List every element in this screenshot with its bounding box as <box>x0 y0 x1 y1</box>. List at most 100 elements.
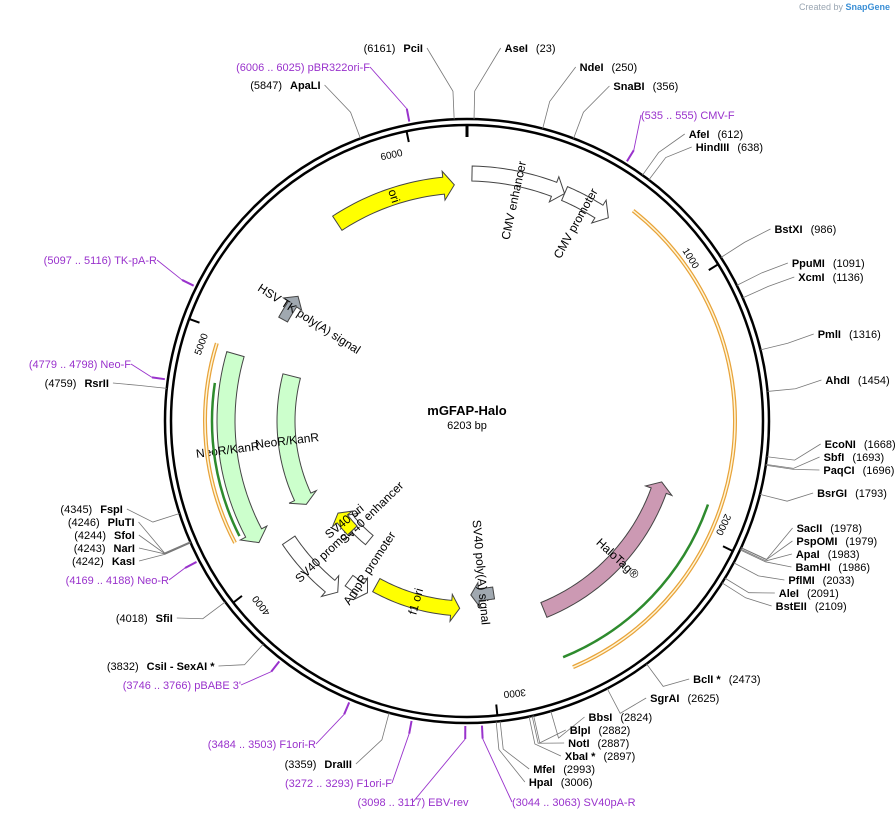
site-layer[interactable]: (6161)PciI AseI(23) NdeI(250) SnaBI(356) Afe… <box>45 43 896 789</box>
site-draiii[interactable]: (3359)DraIII <box>285 759 352 771</box>
primer-leader <box>156 259 183 281</box>
site-leader <box>720 228 771 258</box>
feature-sv40-poly-a-signal-3[interactable] <box>470 580 496 609</box>
site-leader <box>759 492 814 502</box>
primer-marker <box>480 725 484 739</box>
site-sbfi[interactable]: SbfI(1693) <box>824 452 885 464</box>
site-leader <box>473 47 502 120</box>
site-apali[interactable]: (5847)ApaLI <box>250 80 320 92</box>
site-leader <box>531 715 565 744</box>
site-rsrii[interactable]: (4759)RsrII <box>45 378 109 390</box>
tick-label: 3000 <box>503 686 527 699</box>
site-asei[interactable]: AseI(23) <box>505 43 556 55</box>
site-leader <box>573 85 610 139</box>
site-paqci[interactable]: PaqCI(1696) <box>823 465 894 477</box>
site-afei[interactable]: AfeI(612) <box>689 129 743 141</box>
orf-arc-core-1 <box>204 342 236 544</box>
primer-leader <box>240 671 272 686</box>
site-sgrai[interactable]: SgrAI(2625) <box>650 693 719 705</box>
feature-neor-kanr-9[interactable] <box>216 350 269 544</box>
feature-label: f1 ori <box>406 587 427 616</box>
site-ahdi[interactable]: AhdI(1454) <box>825 375 889 387</box>
site-ppumi[interactable]: PpuMI(1091) <box>792 258 865 270</box>
feature-cmv-enhancer-0[interactable] <box>471 165 566 204</box>
primer-neo-r[interactable]: (4169 .. 4188) Neo-R <box>66 575 169 587</box>
feature-cmv-promoter-1[interactable] <box>560 185 609 224</box>
site-ndei[interactable]: NdeI(250) <box>580 62 638 74</box>
feature-neor-kanr-10[interactable] <box>276 373 318 505</box>
primer-leader <box>130 363 153 378</box>
plasmid-name: mGFAP-Halo <box>427 403 507 418</box>
site-nari[interactable]: (4243)NarI <box>74 543 135 555</box>
site-leader <box>606 688 647 714</box>
primer-f1ori-r[interactable]: (3484 .. 3503) F1ori-R <box>208 739 316 751</box>
feature-halotag-2[interactable] <box>540 481 674 619</box>
feature-sv40-promoter-6[interactable] <box>281 535 340 598</box>
primer-tk-pa-r[interactable]: (5097 .. 5116) TK-pA-R <box>44 255 157 267</box>
feature-sv40-ori-8[interactable] <box>331 510 358 536</box>
site-leader <box>740 540 793 561</box>
site-pmli[interactable]: PmlI(1316) <box>818 329 881 341</box>
site-bbsi[interactable]: BbsI(2824) <box>589 712 653 724</box>
tick-5000 <box>188 317 200 324</box>
primer-neo-f[interactable]: (4779 .. 4798) Neo-F <box>29 359 131 371</box>
primer-pbabe-3[interactable]: (3746 .. 3766) pBABE 3' <box>123 680 241 692</box>
site-leader <box>740 548 792 562</box>
site-hpai[interactable]: HpaI(3006) <box>529 777 593 789</box>
primer-layer[interactable]: (6006 .. 6025) pBR322ori-F (535 .. 555) C… <box>29 62 735 809</box>
primer-marker <box>626 149 635 162</box>
site-csii-sexai[interactable]: (3832)CsiI - SexAI * <box>107 661 215 673</box>
site-leader <box>176 601 226 620</box>
site-xcmi[interactable]: XcmI(1136) <box>798 272 863 284</box>
tick-4000 <box>232 595 243 604</box>
site-leader <box>138 542 191 555</box>
tick-label: 5000 <box>193 332 211 357</box>
feature-ampr-promoter-5[interactable] <box>344 574 369 601</box>
site-apai[interactable]: ApaI(1983) <box>796 549 860 561</box>
site-pspomi[interactable]: PspOMI(1979) <box>796 536 877 548</box>
primer-leader <box>315 714 345 745</box>
site-bsteii[interactable]: BstEII(2109) <box>776 601 847 613</box>
site-sfii[interactable]: (4018)SfiI <box>116 613 173 625</box>
primer-sv40pa-r[interactable]: (3044 .. 3063) SV40pA-R <box>512 797 636 809</box>
primer-pbr322ori-f[interactable]: (6006 .. 6025) pBR322ori-F <box>236 62 370 74</box>
primer-marker <box>405 108 411 122</box>
site-noti[interactable]: NotI(2887) <box>568 738 629 750</box>
primer-leader <box>369 66 408 110</box>
site-sacii[interactable]: SacII(1978) <box>797 523 862 535</box>
site-sfoi[interactable]: (4244)SfoI <box>74 530 135 542</box>
primer-ebv-rev[interactable]: (3098 .. 3117) EBV-rev <box>357 797 469 809</box>
feature-hsv-tk-poly-a-signal-11[interactable] <box>278 295 303 323</box>
site-hindiii[interactable]: HindIII(638) <box>696 142 763 154</box>
site-bamhi[interactable]: BamHI(1986) <box>795 562 870 574</box>
site-pcii[interactable]: (6161)PciI <box>364 43 423 55</box>
primer-marker <box>408 720 413 734</box>
feature-ori-12[interactable] <box>331 169 455 232</box>
site-bstxi[interactable]: BstXI(986) <box>774 224 836 236</box>
site-pluti[interactable]: (4246)PluTI <box>68 517 135 529</box>
site-leader <box>138 534 191 555</box>
site-econi[interactable]: EcoNI(1668) <box>825 439 896 451</box>
site-leader <box>765 464 820 471</box>
site-kasi[interactable]: (4242)KasI <box>72 556 135 568</box>
site-leader <box>648 146 692 181</box>
site-xbai[interactable]: XbaI *(2897) <box>565 751 635 763</box>
site-pflmi[interactable]: PflMI(2033) <box>788 575 854 587</box>
site-mfei[interactable]: MfeI(2993) <box>533 764 595 776</box>
tick-label: 6000 <box>380 148 404 163</box>
site-snabi[interactable]: SnaBI(356) <box>613 81 678 93</box>
site-fspi[interactable]: (4345)FspI <box>60 504 122 516</box>
site-bsrgi[interactable]: BsrGI(1793) <box>817 488 887 500</box>
primer-marker <box>270 660 281 673</box>
orf-arc-core-0 <box>572 210 736 668</box>
site-alei[interactable]: AleI(2091) <box>779 588 839 600</box>
site-leader <box>495 721 526 783</box>
site-leader <box>126 508 180 523</box>
primer-f1ori-f[interactable]: (3272 .. 3293) F1ori-F <box>285 778 392 790</box>
site-leader <box>542 66 576 129</box>
site-blpi[interactable]: BlpI(2882) <box>570 725 631 737</box>
site-bcli[interactable]: BclI *(2473) <box>693 674 760 686</box>
primer-cmv-f[interactable]: (535 .. 555) CMV-F <box>641 110 735 122</box>
site-leader <box>324 84 361 139</box>
feature-f1-ori-4[interactable] <box>371 577 461 623</box>
